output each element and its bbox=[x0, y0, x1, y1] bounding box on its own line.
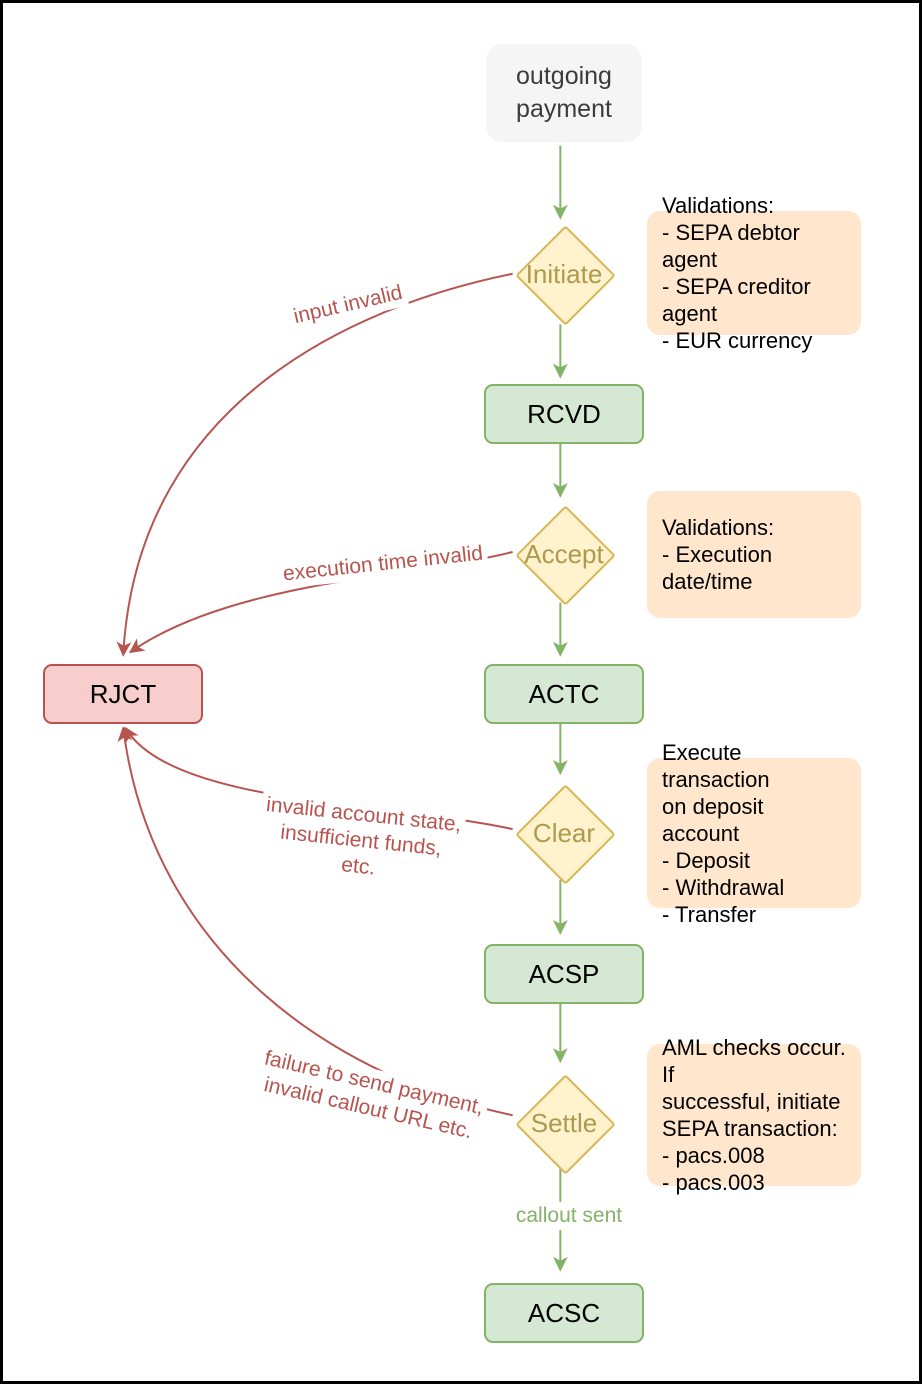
decision-initiate-label: Initiate bbox=[525, 259, 603, 289]
node-rcvd: RCVD bbox=[484, 384, 644, 444]
payment-flow-diagram: outgoing payment Initiate RCVD Accept AC… bbox=[3, 3, 919, 1381]
decision-clear-label: Clear bbox=[532, 818, 596, 848]
edge-initiate-to-rjct bbox=[116, 272, 513, 657]
annotation-settle-aml: AML checks occur. If successful, initiat… bbox=[647, 1035, 861, 1195]
node-acsp: ACSP bbox=[484, 944, 644, 1004]
annotation-accept-validations: Validations: - Execution date/time bbox=[647, 491, 861, 618]
node-outgoing-payment: outgoing payment bbox=[486, 44, 642, 142]
node-rjct: RJCT bbox=[43, 664, 203, 724]
annotation-initiate-validations: Validations: - SEPA debtor agent - SEPA … bbox=[647, 193, 861, 353]
annotation-clear-execution: Execute transaction on deposit account -… bbox=[647, 740, 861, 927]
node-acsc: ACSC bbox=[484, 1283, 644, 1343]
edge-label-callout-sent: callout sent bbox=[511, 1202, 627, 1230]
decision-accept-label: Accept bbox=[524, 539, 604, 569]
node-actc: ACTC bbox=[484, 664, 644, 724]
decision-settle-label: Settle bbox=[530, 1108, 598, 1138]
